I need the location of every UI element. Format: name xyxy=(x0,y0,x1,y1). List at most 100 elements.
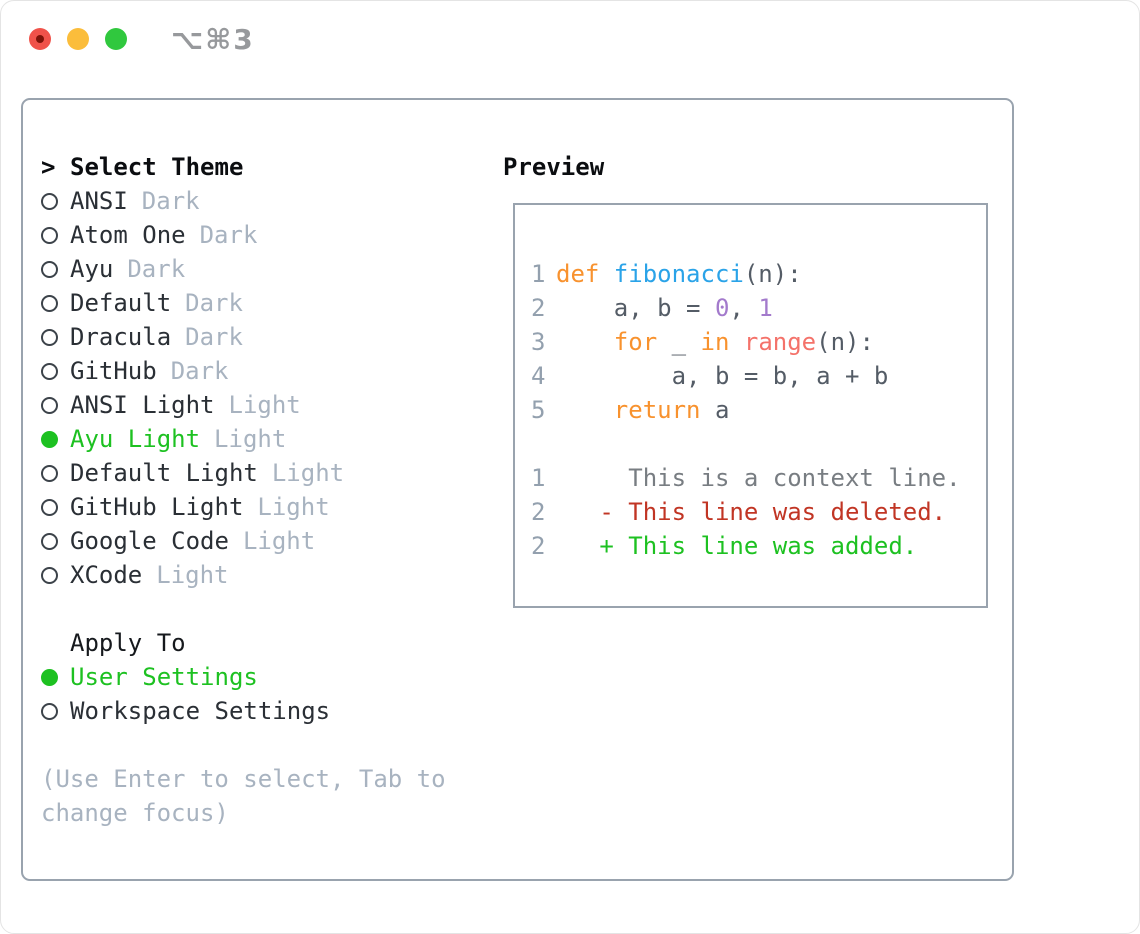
radio-marker xyxy=(41,464,70,482)
code-line: 2 + This line was added. xyxy=(531,529,986,563)
radio-marker xyxy=(41,396,70,414)
theme-name: ANSI xyxy=(70,187,128,215)
theme-variant-tag: Dark xyxy=(141,187,200,215)
code-token: (n): xyxy=(816,328,874,356)
theme-option-google-code-light[interactable]: Google Code Light xyxy=(41,524,473,558)
radio-icon xyxy=(41,328,58,346)
apply-option-user-settings[interactable]: User Settings xyxy=(41,660,473,694)
radio-marker xyxy=(41,226,70,244)
theme-variant-tag: Light xyxy=(228,391,301,419)
line-number: 1 xyxy=(531,464,546,492)
code-line xyxy=(531,427,986,461)
zoom-button-icon[interactable] xyxy=(105,28,127,50)
radio-icon xyxy=(41,498,58,516)
apply-to-header: Apply To xyxy=(70,629,186,657)
code-line: 1 This is a context line. xyxy=(531,461,986,495)
radio-marker xyxy=(41,362,70,380)
radio-marker xyxy=(41,532,70,550)
theme-name: ANSI Light xyxy=(70,391,215,419)
radio-icon xyxy=(41,192,58,210)
radio-icon xyxy=(41,430,58,448)
theme-name: Ayu Light xyxy=(70,425,201,453)
radio-marker xyxy=(41,430,70,448)
theme-option-default-light-light[interactable]: Default Light Light xyxy=(41,456,473,490)
theme-variant-tag: Dark xyxy=(170,357,229,385)
code-token: - This line was deleted. xyxy=(556,498,947,526)
titlebar: ⌥⌘3 xyxy=(29,23,255,56)
theme-variant-tag: Light xyxy=(214,425,287,453)
code-token xyxy=(556,328,614,356)
line-number: 2 xyxy=(531,532,546,560)
spacer xyxy=(41,728,473,762)
preview-header: Preview xyxy=(503,153,605,181)
apply-option-workspace-settings[interactable]: Workspace Settings xyxy=(41,694,473,728)
radio-icon xyxy=(41,396,58,414)
radio-marker xyxy=(41,668,70,686)
theme-variant-tag: Light xyxy=(271,459,345,487)
radio-icon xyxy=(41,294,58,312)
code-line: 2 - This line was deleted. xyxy=(531,495,986,529)
minimize-button-icon[interactable] xyxy=(67,28,89,50)
code-token: (n): xyxy=(743,260,802,288)
code-token xyxy=(556,396,614,424)
code-token: for xyxy=(613,328,658,356)
theme-option-ansi-dark[interactable]: ANSI Dark xyxy=(41,184,473,218)
code-token: range xyxy=(743,328,817,356)
radio-icon xyxy=(41,226,58,244)
radio-marker xyxy=(41,192,70,210)
code-token xyxy=(729,328,743,356)
close-button-icon[interactable] xyxy=(29,28,51,50)
prompt-icon: > xyxy=(41,153,56,181)
code-token: a, b = b, a + b xyxy=(556,362,889,390)
line-number: 3 xyxy=(531,328,546,356)
code-token: a, b = xyxy=(556,294,715,322)
theme-name: Default xyxy=(70,289,172,317)
theme-option-github-dark[interactable]: GitHub Dark xyxy=(41,354,473,388)
radio-marker xyxy=(41,294,70,312)
theme-option-ayu-light-light[interactable]: Ayu Light Light xyxy=(41,422,473,456)
code-token: 1 xyxy=(758,294,773,322)
radio-icon xyxy=(41,702,58,720)
theme-option-ansi-light-light[interactable]: ANSI Light Light xyxy=(41,388,473,422)
theme-option-github-light-light[interactable]: GitHub Light Light xyxy=(41,490,473,524)
code-line: 3 for _ in range(n): xyxy=(531,325,986,359)
line-number: 2 xyxy=(531,498,546,526)
radio-icon xyxy=(41,362,58,380)
theme-name: Dracula xyxy=(70,323,172,351)
code-token: a xyxy=(700,396,730,424)
theme-variant-tag: Light xyxy=(242,527,316,555)
code-token: def xyxy=(556,260,614,288)
radio-icon xyxy=(41,668,58,686)
theme-variant-tag: Light xyxy=(257,493,330,521)
spacer xyxy=(41,592,473,626)
code-token: fibonacci xyxy=(613,260,744,288)
radio-marker xyxy=(41,702,70,720)
theme-variant-tag: Light xyxy=(156,561,229,589)
theme-name: Ayu xyxy=(70,255,114,283)
line-number: 2 xyxy=(531,294,546,322)
code-line: 2 a, b = 0, 1 xyxy=(531,291,986,325)
theme-name: GitHub xyxy=(70,357,157,385)
radio-icon xyxy=(41,532,58,550)
theme-name: Default Light xyxy=(70,459,258,487)
theme-name: GitHub Light xyxy=(70,493,244,521)
theme-variant-tag: Dark xyxy=(185,289,243,317)
radio-marker xyxy=(41,498,70,516)
theme-option-default-dark[interactable]: Default Dark xyxy=(41,286,473,320)
radio-icon xyxy=(41,464,58,482)
code-token: return xyxy=(613,396,701,424)
code-token: 0 xyxy=(714,294,730,322)
theme-name: Google Code xyxy=(70,527,229,555)
keyboard-hint: (Use Enter to select, Tab to change focu… xyxy=(41,765,446,827)
